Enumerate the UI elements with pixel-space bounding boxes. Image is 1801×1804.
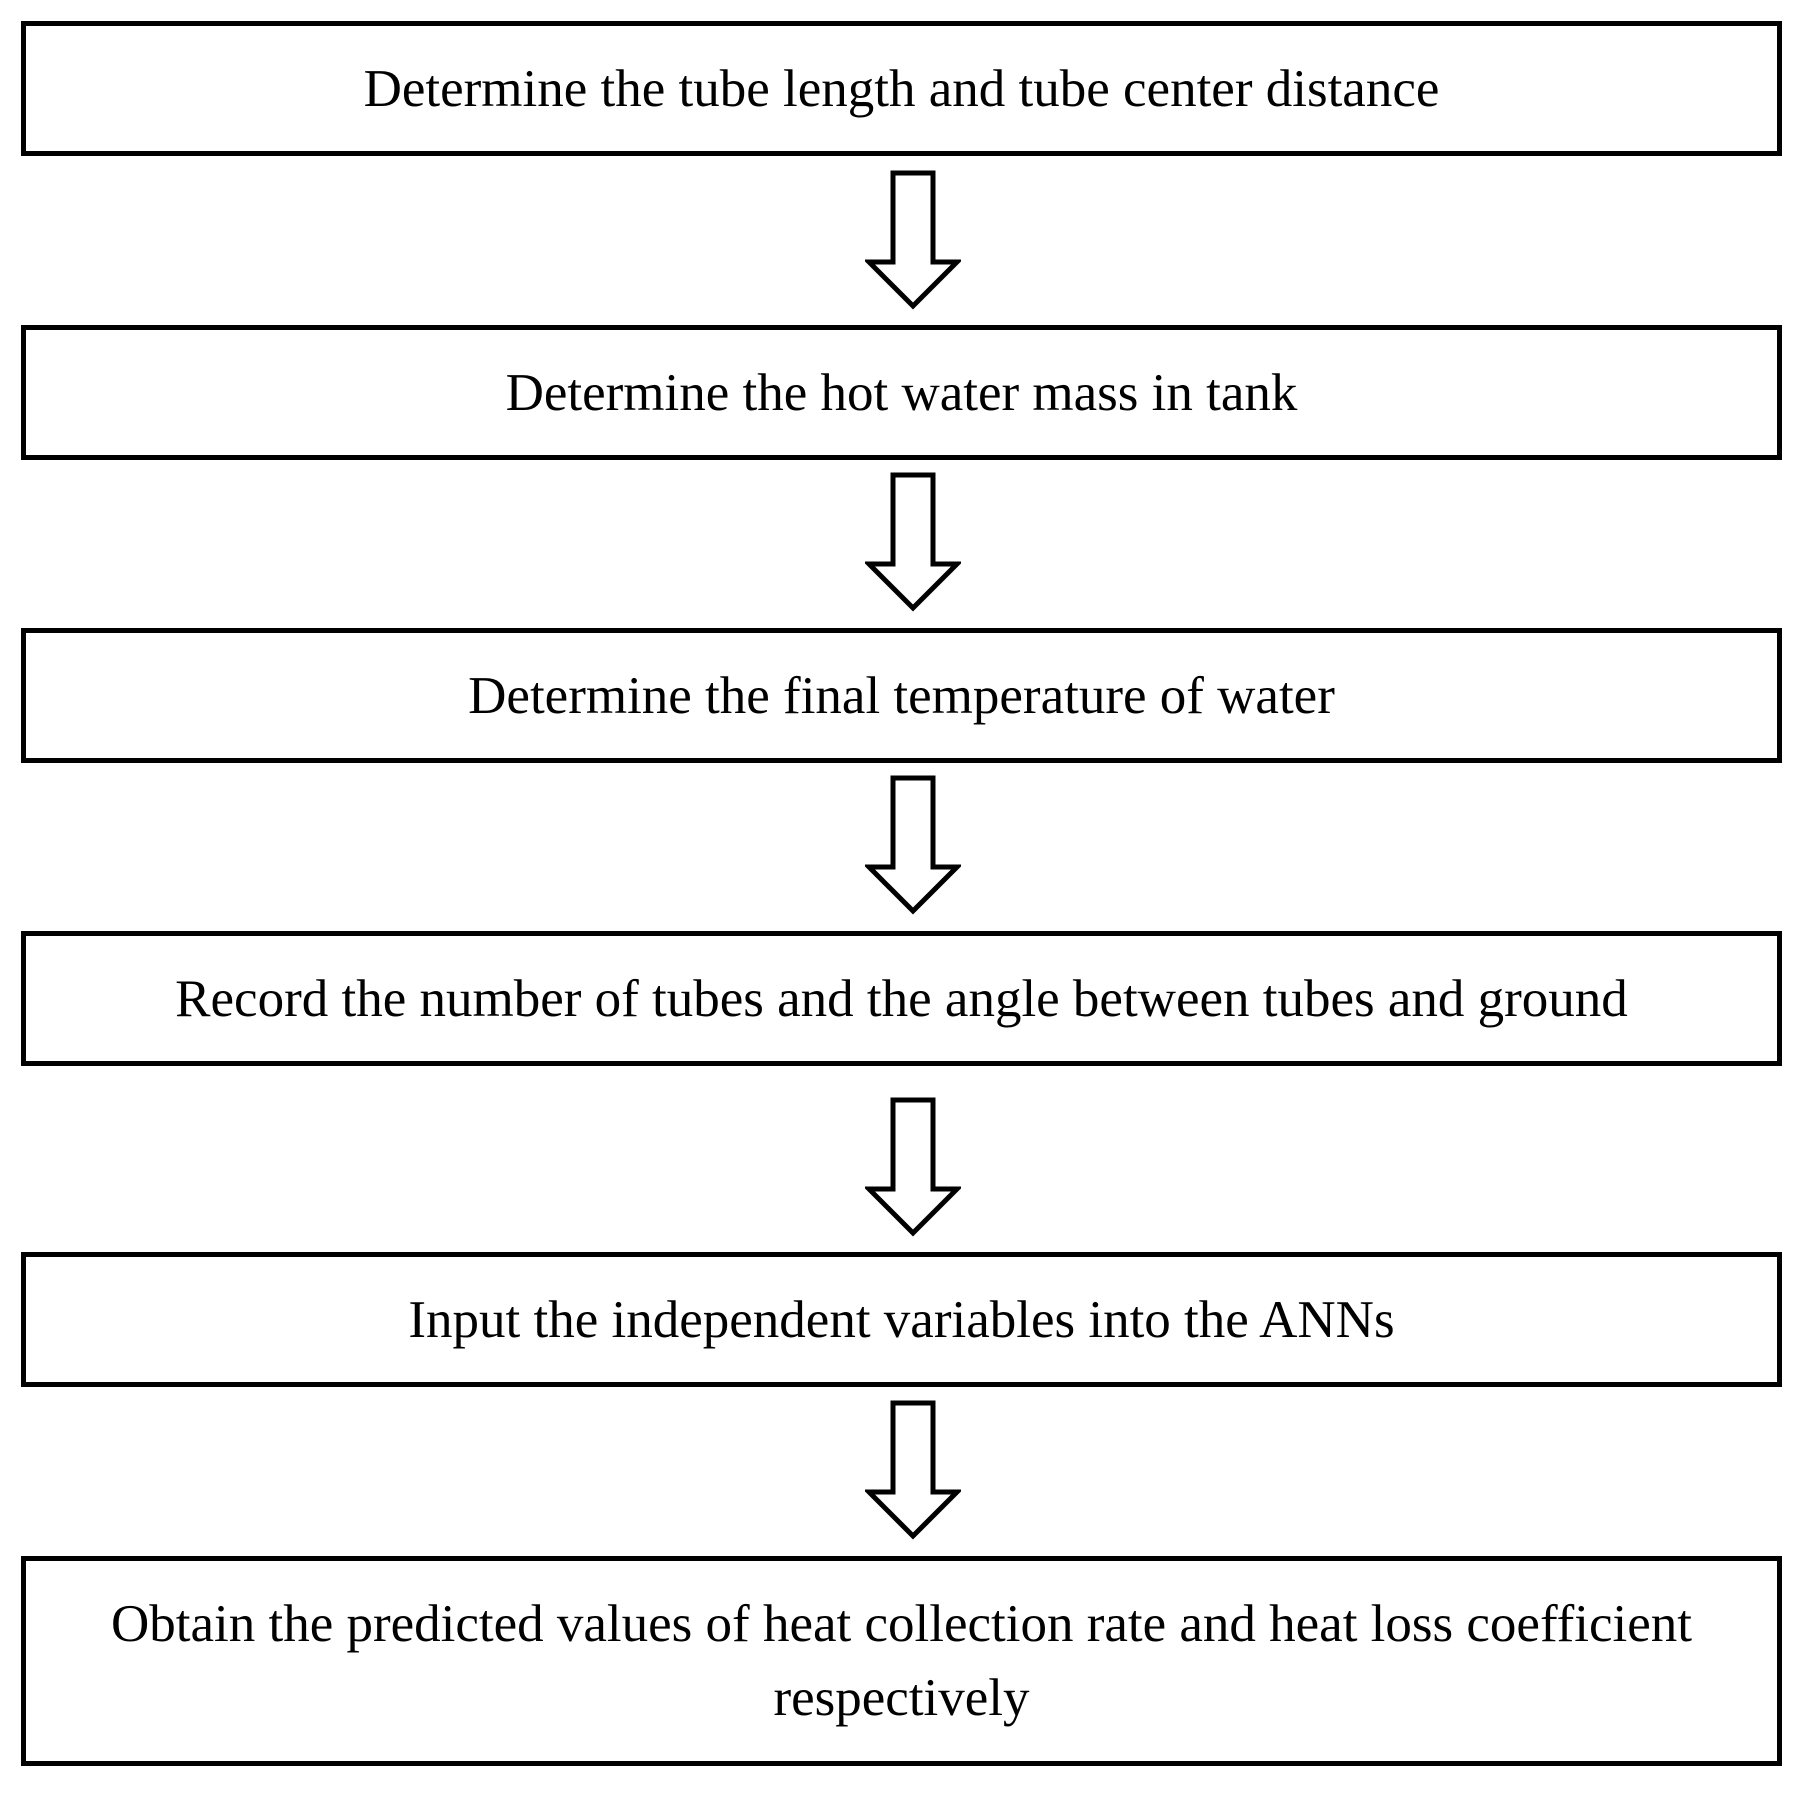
down-arrow-icon — [865, 1097, 961, 1237]
step-box-obtain-predicted-values: Obtain the predicted values of heat coll… — [21, 1556, 1782, 1766]
step-box-input-variables-anns: Input the independent variables into the… — [21, 1252, 1782, 1387]
step-box-determine-final-temperature: Determine the final temperature of water — [21, 628, 1782, 763]
step-label: Determine the hot water mass in tank — [505, 363, 1298, 422]
down-arrow-icon — [865, 170, 961, 310]
step-label: Determine the tube length and tube cente… — [363, 59, 1440, 118]
step-box-record-number-of-tubes: Record the number of tubes and the angle… — [21, 931, 1782, 1066]
step-box-determine-hot-water-mass: Determine the hot water mass in tank — [21, 325, 1782, 460]
step-box-determine-tube-length: Determine the tube length and tube cente… — [21, 21, 1782, 156]
down-arrow-icon — [865, 1400, 961, 1540]
step-label: Determine the final temperature of water — [468, 666, 1335, 725]
step-label: Record the number of tubes and the angle… — [175, 969, 1628, 1028]
step-label: Obtain the predicted values of heat coll… — [110, 1595, 1693, 1727]
down-arrow-icon — [865, 775, 961, 915]
down-arrow-icon — [865, 472, 961, 612]
step-label: Input the independent variables into the… — [408, 1290, 1395, 1349]
